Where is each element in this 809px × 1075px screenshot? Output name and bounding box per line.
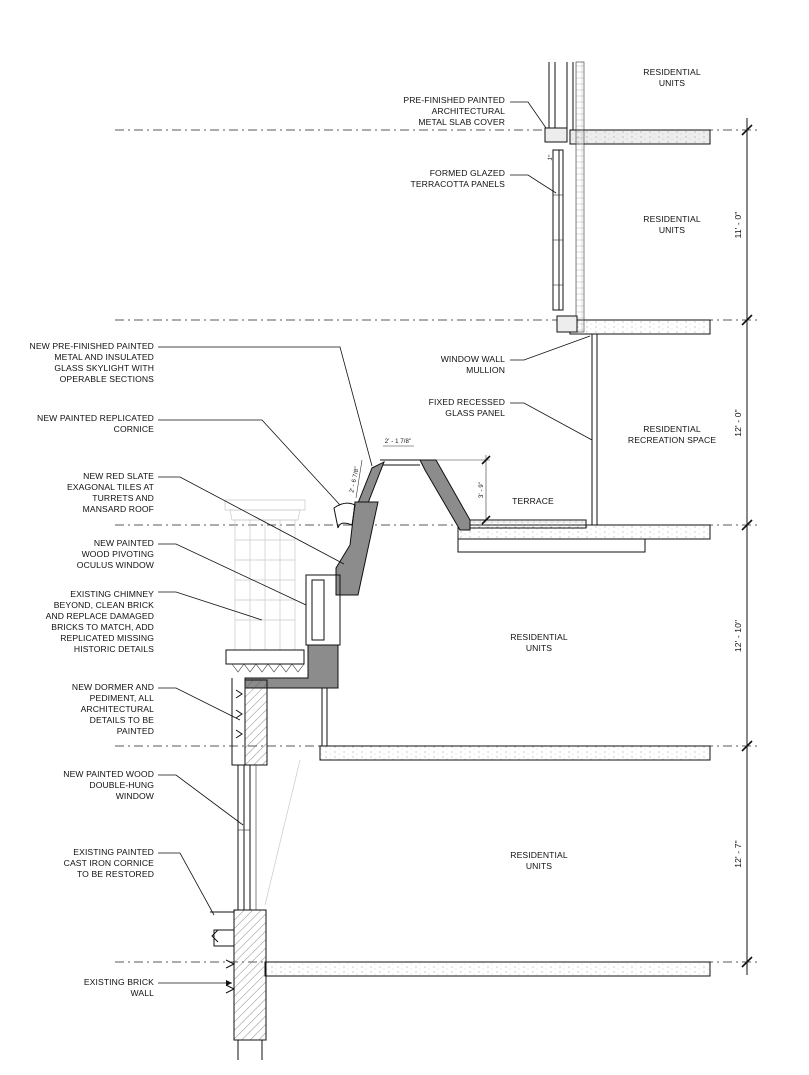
leader-lines xyxy=(158,101,593,986)
room-label-line: TERRACE xyxy=(512,496,554,506)
chimney-line: HISTORIC DETAILS xyxy=(74,644,154,654)
skylight-width-dim: 2' - 1 7/8" xyxy=(385,439,411,445)
dormer-line: PEDIMENT, ALL xyxy=(90,693,154,703)
dormer-line: DETAILS TO BE xyxy=(90,715,155,725)
cast-iron-line: CAST IRON CORNICE xyxy=(64,858,155,868)
room-label-line: UNITS xyxy=(659,225,685,235)
cast-iron-line: TO BE RESTORED xyxy=(77,869,154,879)
cast-iron-line: EXISTING PAINTED xyxy=(73,847,154,857)
room-label-line: UNITS xyxy=(526,643,552,653)
floor-height-4: 12' - 7" xyxy=(733,840,743,867)
slab-cover-line: METAL SLAB COVER xyxy=(418,117,505,127)
level-lines xyxy=(115,129,760,963)
dormer-line: ARCHITECTURAL xyxy=(81,704,155,714)
room-label-res-3: RESIDENTIAL UNITS xyxy=(510,632,568,653)
room-label-line: RECREATION SPACE xyxy=(628,435,716,445)
double-hung-line: WINDOW xyxy=(116,791,155,801)
chimney-beyond xyxy=(224,499,306,906)
callout-cast-iron: EXISTING PAINTED CAST IRON CORNICE TO BE… xyxy=(64,847,155,879)
callout-dormer: NEW DORMER AND PEDIMENT, ALL ARCHITECTUR… xyxy=(72,682,154,736)
floor-height-2: 12' - 0" xyxy=(733,409,743,436)
slate-line: NEW RED SLATE xyxy=(83,471,154,481)
lower-masonry xyxy=(210,678,268,1060)
callout-brick-wall: EXISTING BRICK WALL xyxy=(84,977,154,998)
chimney-line: REPLICATED MISSING xyxy=(60,633,154,643)
height-dimension-string xyxy=(741,118,753,975)
room-label-line: RESIDENTIAL xyxy=(643,424,701,434)
callout-glass-panel: FIXED RECESSED GLASS PANEL xyxy=(429,397,505,418)
room-label-res-top: RESIDENTIAL UNITS xyxy=(643,67,701,88)
chimney-line: AND REPLACE DAMAGED xyxy=(46,611,154,621)
chimney-line: EXISTING CHIMNEY xyxy=(70,589,154,599)
slate-line: EXAGONAL TILES AT xyxy=(67,482,155,492)
small-dimensions: 2' - 1 7/8" 2' - 6 7/8" 3' - 9" 1" xyxy=(349,155,554,498)
cornice-new-line: CORNICE xyxy=(114,424,154,434)
callout-skylight: NEW PRE-FINISHED PAINTED METAL AND INSUL… xyxy=(30,341,155,384)
room-label-line: RESIDENTIAL xyxy=(643,67,701,77)
room-label-recreation: RESIDENTIAL RECREATION SPACE xyxy=(628,424,716,445)
chimney-line: BEYOND, CLEAN BRICK xyxy=(54,600,154,610)
oculus-line: OCULUS WINDOW xyxy=(77,560,155,570)
skylight-line: NEW PRE-FINISHED PAINTED xyxy=(30,341,154,351)
callout-mullion: WINDOW WALL MULLION xyxy=(441,354,505,375)
callout-oculus: NEW PAINTED WOOD PIVOTING OCULUS WINDOW xyxy=(77,538,155,570)
terracotta-line: FORMED GLAZED xyxy=(430,168,505,178)
mullion-line: MULLION xyxy=(466,365,505,375)
floor-height-1: 11' - 0" xyxy=(733,212,743,239)
slate-line: MANSARD ROOF xyxy=(83,504,154,514)
cornice-new-line: NEW PAINTED REPLICATED xyxy=(37,413,154,423)
callout-chimney: EXISTING CHIMNEY BEYOND, CLEAN BRICK AND… xyxy=(46,589,154,654)
room-label-res-2: RESIDENTIAL UNITS xyxy=(643,214,701,235)
callout-slate: NEW RED SLATE EXAGONAL TILES AT TURRETS … xyxy=(67,471,155,514)
skylight-line: GLASS SKYLIGHT WITH xyxy=(54,363,154,373)
dormer-line: PAINTED xyxy=(117,726,154,736)
room-label-res-4: RESIDENTIAL UNITS xyxy=(510,850,568,871)
room-label-terrace: TERRACE xyxy=(512,496,554,506)
skylight-line: OPERABLE SECTIONS xyxy=(60,374,155,384)
room-label-line: UNITS xyxy=(659,78,685,88)
floor-height-3: 12' - 10" xyxy=(733,620,743,652)
room-label-line: RESIDENTIAL xyxy=(510,850,568,860)
room-label-line: RESIDENTIAL xyxy=(510,632,568,642)
brick-wall-line: EXISTING BRICK xyxy=(84,977,154,987)
floor-slabs xyxy=(264,129,711,977)
slab-cover-line: ARCHITECTURAL xyxy=(432,106,506,116)
oculus-line: NEW PAINTED xyxy=(94,538,154,548)
double-hung-line: DOUBLE-HUNG xyxy=(89,780,154,790)
callout-cornice-new: NEW PAINTED REPLICATED CORNICE xyxy=(37,413,154,434)
upper-facade xyxy=(544,61,598,525)
room-label-line: UNITS xyxy=(526,861,552,871)
callout-double-hung: NEW PAINTED WOOD DOUBLE-HUNG WINDOW xyxy=(63,769,155,801)
glass-panel-line: FIXED RECESSED xyxy=(429,397,505,407)
oculus-line: WOOD PIVOTING xyxy=(82,549,155,559)
double-hung-line: NEW PAINTED WOOD xyxy=(63,769,154,779)
slate-line: TURRETS AND xyxy=(92,493,154,503)
parapet-dim: 3' - 9" xyxy=(479,482,485,498)
glass-panel-line: GLASS PANEL xyxy=(445,408,505,418)
dormer-line: NEW DORMER AND xyxy=(72,682,154,692)
slab-gap-dim: 1" xyxy=(548,155,555,162)
slab-cover-line: PRE-FINISHED PAINTED xyxy=(403,95,505,105)
callout-slab-cover: PRE-FINISHED PAINTED ARCHITECTURAL METAL… xyxy=(403,95,505,127)
terrace-and-roof xyxy=(244,445,587,746)
terracotta-line: TERRACOTTA PANELS xyxy=(411,179,506,189)
callout-terracotta: FORMED GLAZED TERRACOTTA PANELS xyxy=(411,168,506,189)
skylight-line: METAL AND INSULATED xyxy=(54,352,154,362)
skylight-rise-dim: 2' - 6 7/8" xyxy=(349,466,360,493)
floor-height-labels: 11' - 0" 12' - 0" 12' - 10" 12' - 7" xyxy=(733,212,743,868)
brick-wall-line: WALL xyxy=(131,988,155,998)
chimney-line: BRICKS TO MATCH, ADD xyxy=(51,622,154,632)
room-label-line: RESIDENTIAL xyxy=(643,214,701,224)
mullion-line: WINDOW WALL xyxy=(441,354,505,364)
